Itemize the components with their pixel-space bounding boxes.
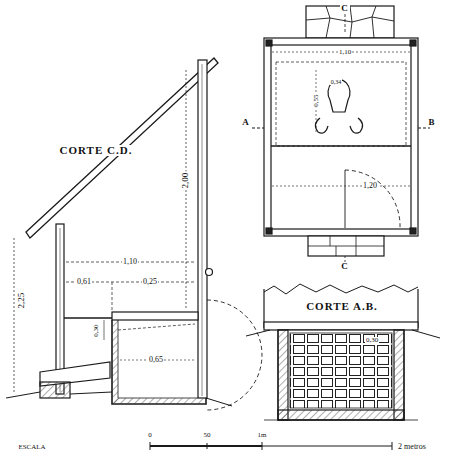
- dimension-label: 0,25: [142, 278, 158, 286]
- scale-number: 0: [147, 432, 153, 439]
- section-mark: C: [340, 262, 350, 271]
- dimension-label: 0,30: [93, 323, 100, 337]
- dimension-label: 0,55: [313, 93, 320, 107]
- scale-number: 50: [203, 432, 212, 439]
- dimension-label: 0,34: [330, 79, 343, 85]
- scale-number: 1m: [257, 432, 268, 439]
- section-title: CORTE A.B.: [305, 301, 379, 312]
- section-cd: [6, 58, 262, 410]
- dimension-label: 1,10: [338, 49, 352, 56]
- section-mark: B: [427, 118, 436, 127]
- section-mark: C: [340, 4, 350, 13]
- dimension-label: 0,30: [365, 337, 379, 344]
- section-title: CORTE C.D.: [59, 145, 134, 156]
- dimension-label: 0,65: [148, 356, 164, 364]
- scale-title: ESCALA: [17, 444, 46, 451]
- dimension-label: 2,25: [18, 291, 27, 309]
- dimension-label: 1,20: [362, 182, 378, 190]
- dimension-label: 0,61: [76, 278, 92, 286]
- dimension-label: 1,10: [122, 258, 138, 266]
- scale-bar: [150, 442, 392, 450]
- section-mark: A: [241, 118, 251, 127]
- dimension-label: 2,00: [182, 171, 191, 189]
- section-ab: [246, 284, 440, 420]
- scale-number: 2 metros: [397, 443, 427, 451]
- plan-view: [252, 6, 430, 262]
